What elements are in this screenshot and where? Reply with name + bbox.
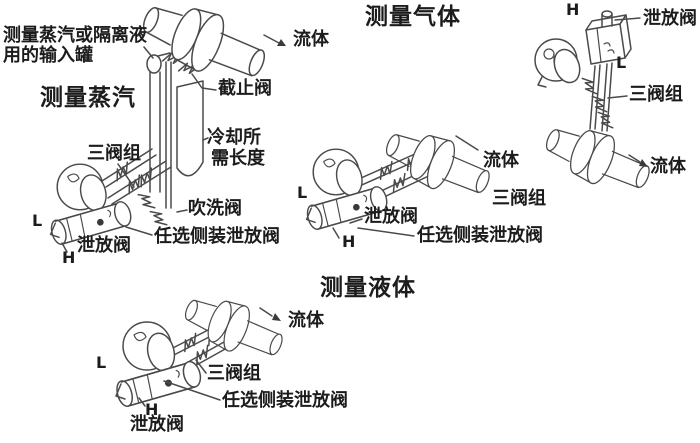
leader-lines bbox=[332, 135, 479, 239]
gas-upper-port-l-label: L bbox=[616, 53, 627, 72]
liquid-side-drain-label: 任选侧装泄放阀 bbox=[222, 390, 348, 411]
liquid-port-l-label: L bbox=[96, 353, 107, 372]
liquid-drain-valve-label: 泄放阀 bbox=[130, 414, 184, 435]
gas-title: 测量气体 bbox=[365, 4, 461, 30]
gas-lower-side-drain-label: 任选侧装泄放阀 bbox=[417, 225, 543, 246]
manifold-valve-icon bbox=[387, 172, 411, 193]
gas-upper-manifold-label: 三阀组 bbox=[629, 84, 683, 105]
transmitter-icon bbox=[113, 321, 204, 409]
flow-arrow-icon bbox=[259, 307, 281, 321]
flow-arrow-icon bbox=[263, 34, 286, 46]
impulse-lines bbox=[101, 61, 172, 209]
gas-lower-diagram bbox=[304, 118, 498, 239]
gas-lower-port-l-label: L bbox=[297, 183, 308, 202]
steam-port-h-label: H bbox=[62, 248, 76, 267]
cooling-pipe-icon bbox=[176, 80, 204, 177]
input-pot-icon bbox=[146, 52, 171, 74]
steam-pot-note-line2: 用的输入罐 bbox=[3, 45, 93, 66]
steam-stop-valve-label: 截止阀 bbox=[218, 78, 272, 99]
flow-arrow-icon bbox=[628, 154, 648, 167]
impulse-lines bbox=[589, 62, 613, 132]
steam-cooling-label-line2: 需长度 bbox=[211, 148, 265, 169]
gas-upper-fluid-label: 流体 bbox=[650, 156, 686, 177]
gas-upper-port-h-label: H bbox=[566, 0, 580, 19]
manifold-valve-icon bbox=[190, 344, 214, 365]
leader-lines bbox=[138, 359, 221, 407]
liquid-port-h-label: H bbox=[145, 400, 159, 419]
steam-diagram bbox=[48, 0, 286, 253]
orifice-pipe-icon bbox=[377, 118, 498, 208]
liquid-diagram bbox=[113, 285, 291, 409]
steam-port-l-label: L bbox=[32, 211, 43, 230]
leader-lines bbox=[607, 17, 641, 99]
gas-upper-drain-valve-label: 泄放阀 bbox=[643, 8, 697, 29]
orifice-pipe-icon bbox=[537, 113, 658, 203]
transmitter-icon bbox=[534, 10, 632, 88]
gas-lower-fluid-label: 流体 bbox=[483, 150, 519, 171]
leader-lines bbox=[61, 46, 217, 253]
orifice-pipe-icon bbox=[177, 285, 291, 370]
gas-upper-diagram bbox=[534, 10, 658, 203]
gas-lower-drain-valve-label: 泄放阀 bbox=[364, 206, 418, 227]
liquid-title: 测量液体 bbox=[320, 275, 416, 301]
steam-purge-valve-label: 吹洗阀 bbox=[188, 198, 242, 219]
steam-manifold-label: 三阀组 bbox=[87, 143, 141, 164]
purge-valve-icon bbox=[137, 190, 156, 213]
steam-title: 测量蒸汽 bbox=[40, 85, 136, 111]
steam-side-drain-label: 任选侧装泄放阀 bbox=[154, 226, 280, 247]
steam-fluid-label: 流体 bbox=[293, 29, 329, 50]
gas-lower-manifold-label: 三阀组 bbox=[492, 188, 546, 209]
steam-drain-valve-label: 泄放阀 bbox=[77, 235, 131, 256]
gas-lower-port-h-label: H bbox=[342, 232, 356, 251]
liquid-manifold-label: 三阀组 bbox=[207, 363, 261, 384]
steam-pot-note-line1: 测量蒸汽或隔离液 bbox=[3, 25, 147, 46]
steam-cooling-label-line1: 冷却所 bbox=[207, 127, 261, 148]
liquid-fluid-label: 流体 bbox=[288, 310, 324, 331]
manifold-valve-icon bbox=[597, 109, 614, 131]
